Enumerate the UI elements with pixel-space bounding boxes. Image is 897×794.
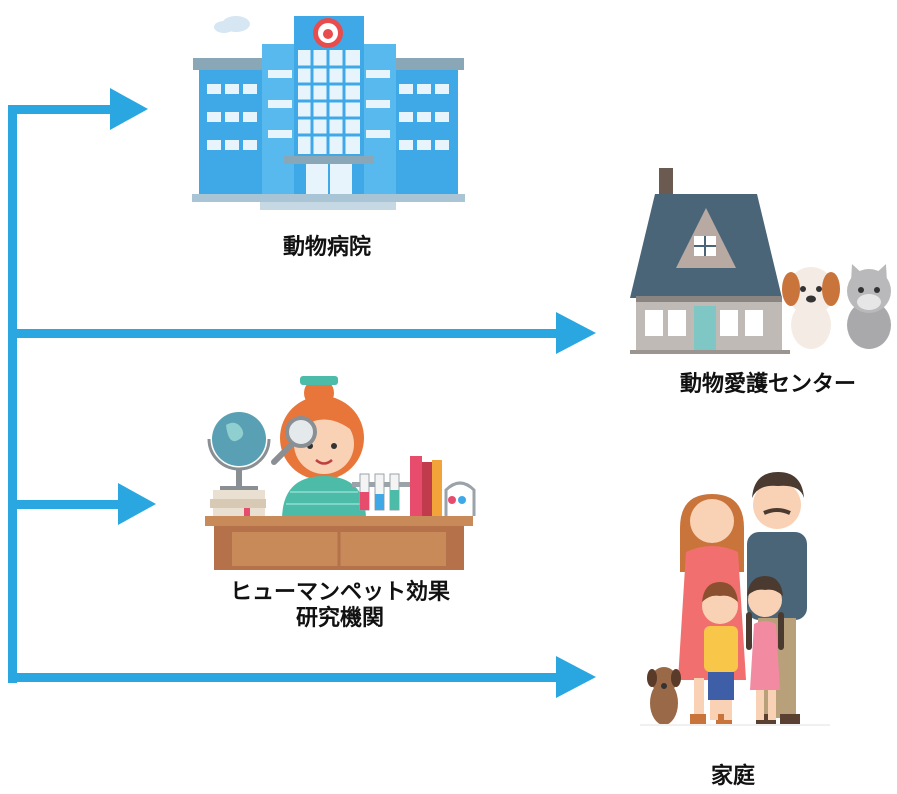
arrow-shaft-home (8, 673, 560, 682)
research-illustration (205, 376, 476, 570)
hospital-label: 動物病院 (282, 235, 371, 260)
arrow-shaft-hospital (8, 105, 113, 114)
hospital-illustration (192, 16, 465, 210)
family-illustration (647, 472, 807, 725)
arrow-system (8, 88, 596, 698)
research-label: ヒューマンペット効果 研究機関 (200, 580, 480, 632)
family-ground (640, 724, 830, 726)
arrow-head-hospital (110, 88, 148, 130)
arrow-head-research (118, 483, 156, 525)
arrow-head-home (556, 656, 596, 698)
home-label: 家庭 (710, 764, 755, 789)
shelter-label: 動物愛護センター (679, 372, 856, 397)
arrow-head-shelter (556, 312, 596, 354)
arrow-shaft-shelter (8, 329, 568, 338)
arrow-trunk (8, 105, 17, 683)
research-label-line2: 研究機関 (295, 606, 384, 631)
arrow-shaft-research (8, 500, 121, 509)
research-label-line1: ヒューマンペット効果 (229, 580, 450, 605)
shelter-illustration (630, 168, 891, 354)
